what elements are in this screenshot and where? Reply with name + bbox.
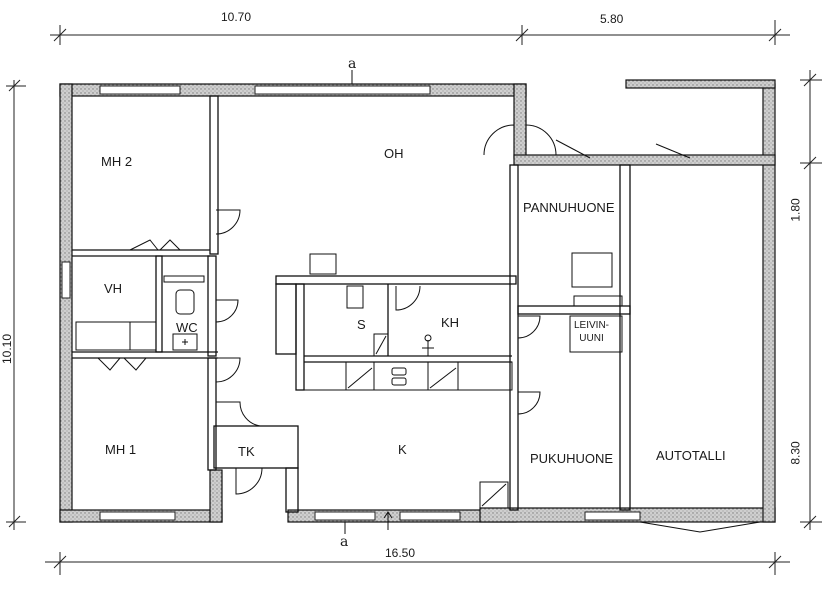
dim-bottom: 16.50 — [385, 546, 416, 560]
room-label-mh1: MH 1 — [105, 442, 137, 457]
leivinuuni-line-2: UUNI — [579, 333, 604, 344]
room-label-oh: OH — [384, 146, 404, 161]
wc-fixtures — [75, 275, 205, 351]
leivinuuni-line-1: LEIVIN- — [574, 320, 610, 331]
room-label-vh: VH — [104, 281, 123, 296]
shower-symbol — [422, 334, 434, 356]
dim-top-right: 5.80 — [600, 12, 624, 26]
room-label-leivinuuni: LEIVIN- UUNI — [574, 319, 609, 345]
section-lines — [344, 70, 393, 534]
windows — [61, 85, 641, 521]
room-label-kh: KH — [441, 315, 460, 330]
kitchen-counter — [303, 253, 513, 509]
boiler-and-oven — [569, 252, 623, 353]
room-label-pannuhuone: PANNUHUONE — [523, 200, 615, 215]
dim-right-top: 1.80 — [788, 198, 803, 222]
room-label-wc: WC — [176, 320, 198, 335]
dim-right-bottom: 8.30 — [788, 441, 803, 465]
door-swings — [97, 124, 761, 533]
room-label-pukuhuone: PUKUHUONE — [530, 451, 614, 466]
room-label-k: K — [398, 442, 407, 457]
section-marker-bottom: a — [340, 534, 349, 550]
dimension-lines — [6, 20, 822, 575]
dim-top-left: 10.70 — [221, 10, 252, 24]
room-label-tk: TK — [238, 444, 255, 459]
dim-left: 10.10 — [0, 333, 15, 365]
room-label-autotalli: AUTOTALLI — [656, 448, 726, 463]
interior-walls — [72, 95, 631, 513]
section-marker-top: a — [348, 56, 357, 72]
room-label-s: S — [357, 317, 366, 332]
room-label-mh2: MH 2 — [101, 154, 133, 169]
